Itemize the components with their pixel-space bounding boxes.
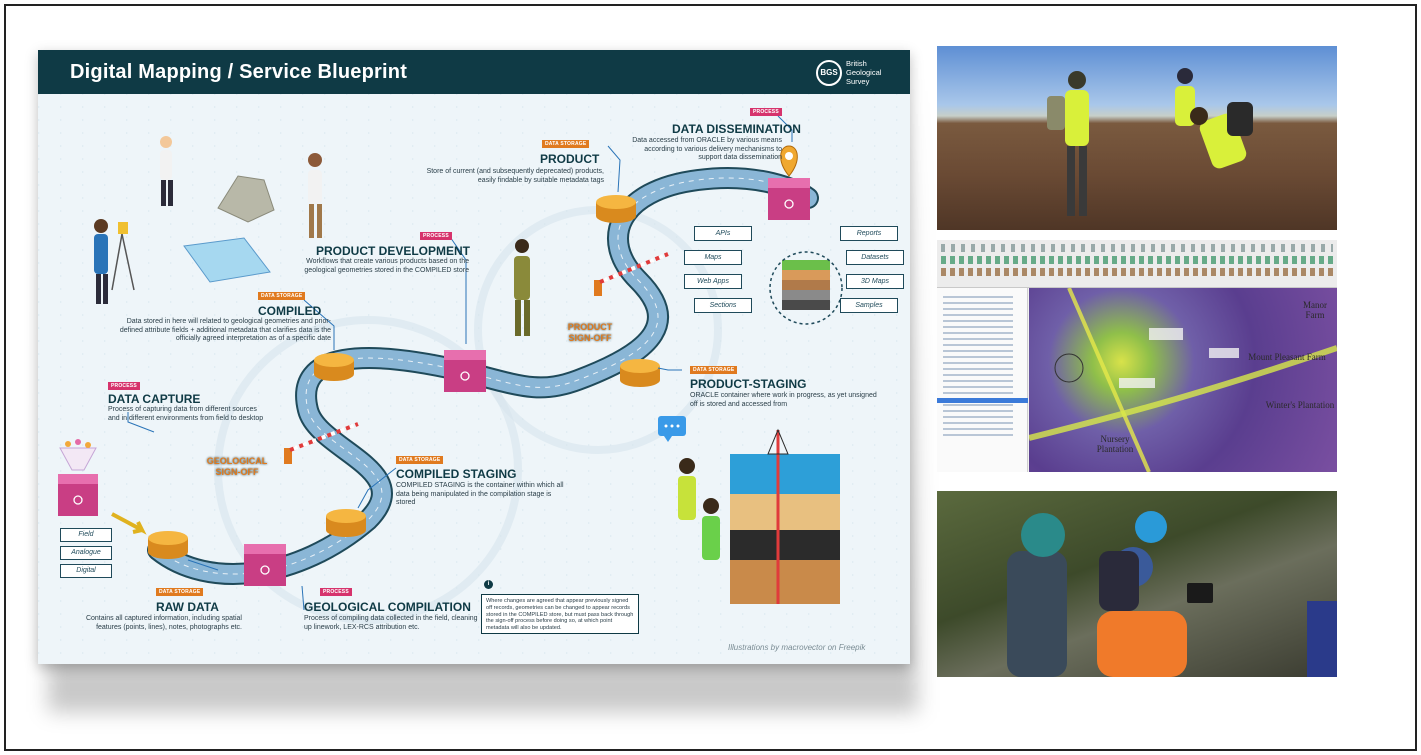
geological-signoff-label: GEOLOGICAL SIGN-OFF — [206, 456, 268, 477]
data-capture-tag: PROCESS — [108, 382, 140, 390]
field-workers-illustration — [678, 458, 720, 560]
compiled-staging-description: COMPILED STAGING is the container within… — [396, 482, 564, 506]
output-sections: Sections — [694, 298, 752, 313]
output-samples: Samples — [840, 298, 898, 313]
geology-strata-icon — [769, 251, 843, 325]
illustration-credit: Illustrations by macrovector on Freepik — [728, 643, 866, 652]
product-tag: DATA STORAGE — [542, 140, 590, 148]
output-3d-maps: 3D Maps — [846, 274, 904, 289]
hiker-illustration — [160, 136, 173, 206]
data-dissemination-box — [768, 145, 810, 220]
location-pin-icon — [780, 145, 798, 177]
product-development-tag: PROCESS — [420, 232, 452, 240]
map-illustration — [183, 237, 271, 283]
geological-compilation-description: Process of compiling data collected in t… — [304, 615, 478, 631]
explorer-illustration — [308, 153, 322, 238]
raw-data-description: Contains all captured information, inclu… — [85, 615, 242, 631]
funnel-icon — [59, 439, 97, 471]
compiled-staging-title: COMPILED STAGING — [396, 467, 517, 481]
raw-data-title: RAW DATA — [156, 600, 219, 614]
field-team-photo — [937, 46, 1337, 230]
product-staging-tag: DATA STORAGE — [690, 366, 738, 374]
bgs-badge-icon: BGS — [816, 60, 842, 86]
outcrop-team-photo — [937, 491, 1337, 677]
map-label-mount-pleasant-farm: Mount Pleasant Farm — [1248, 352, 1326, 362]
product-description: Store of current (and subsequently depre… — [426, 168, 604, 184]
compiled-description: Data stored in here will related to geol… — [119, 318, 331, 342]
data-dissemination-tag: PROCESS — [750, 108, 782, 116]
product-barrier — [594, 252, 669, 296]
walker-illustration — [514, 239, 530, 336]
data-capture-title: DATA CAPTURE — [108, 392, 201, 406]
geological-compilation-tag: PROCESS — [320, 588, 352, 596]
poster-header: Digital Mapping / Service Blueprint BGS … — [38, 50, 910, 94]
product-development-box — [444, 350, 486, 392]
raw-data-cylinder — [148, 531, 188, 559]
rock-illustration — [217, 175, 275, 223]
map-label-manor-farm: Manor Farm — [1303, 300, 1327, 320]
bgs-logo: BGS British Geological Survey — [816, 59, 896, 87]
compiled-cylinder — [314, 353, 354, 381]
chat-bubble-icon — [658, 416, 686, 442]
gis-toolbar — [937, 240, 1337, 288]
field-team-figures — [1047, 68, 1253, 216]
product-development-title: PRODUCT DEVELOPMENT — [316, 244, 471, 258]
product-staging-cylinder — [620, 359, 660, 387]
data-dissemination-title: DATA DISSEMINATION — [672, 122, 801, 136]
product-title: PRODUCT — [540, 152, 600, 166]
map-label-nursery-plantation: Nursery Plantation — [1096, 434, 1134, 454]
source-analogue: Analogue — [60, 546, 112, 560]
geological-barrier — [284, 422, 359, 464]
source-arrow-icon — [111, 512, 147, 535]
product-signoff-label: PRODUCT SIGN-OFF — [567, 322, 613, 343]
sign-off-note: Where changes are agreed that appear pre… — [481, 594, 639, 634]
source-digital: Digital — [60, 564, 112, 578]
compiled-tag: DATA STORAGE — [258, 292, 306, 300]
source-field: Field — [60, 528, 112, 542]
output-web-apps: Web Apps — [684, 274, 742, 289]
map-label-winters-plantation: Winter's Plantation — [1265, 400, 1335, 410]
output-reports: Reports — [840, 226, 898, 241]
poster-title: Digital Mapping / Service Blueprint — [70, 61, 408, 83]
blueprint-poster: Digital Mapping / Service Blueprint BGS … — [38, 50, 910, 664]
surveyor-illustration — [94, 219, 135, 304]
gis-screenshot: Manor Farm Mount Pleasant Farm Winter's … — [937, 240, 1337, 472]
compiled-staging-cylinder — [326, 509, 366, 537]
compiled-title: COMPILED — [258, 304, 322, 318]
gis-layers-panel — [937, 288, 1028, 472]
output-datasets: Datasets — [846, 250, 904, 265]
output-maps: Maps — [684, 250, 742, 265]
product-cylinder — [596, 195, 636, 223]
compiled-staging-tag: DATA STORAGE — [396, 456, 444, 464]
info-icon: i — [484, 580, 493, 589]
workflow-diagram — [58, 115, 843, 624]
geological-compilation-title: GEOLOGICAL COMPILATION — [304, 600, 471, 614]
data-capture-description: Process of capturing data from different… — [108, 406, 264, 422]
bgs-logo-text: British Geological Survey — [846, 59, 882, 86]
output-apis: APIs — [694, 226, 752, 241]
data-dissemination-description: Data accessed from ORACLE by various mea… — [632, 137, 782, 161]
data-capture-box — [58, 474, 98, 516]
gis-map-view: Manor Farm Mount Pleasant Farm Winter's … — [1029, 288, 1337, 472]
borehole-cross-section-illustration — [730, 428, 840, 604]
geological-compilation-box — [244, 544, 286, 586]
outcrop-team-figures — [1007, 511, 1337, 677]
raw-data-tag: DATA STORAGE — [156, 588, 204, 596]
product-development-description: Workflows that create various products b… — [304, 258, 469, 274]
product-staging-description: ORACLE container where work in progress,… — [690, 392, 877, 408]
product-staging-title: PRODUCT-STAGING — [690, 377, 807, 391]
